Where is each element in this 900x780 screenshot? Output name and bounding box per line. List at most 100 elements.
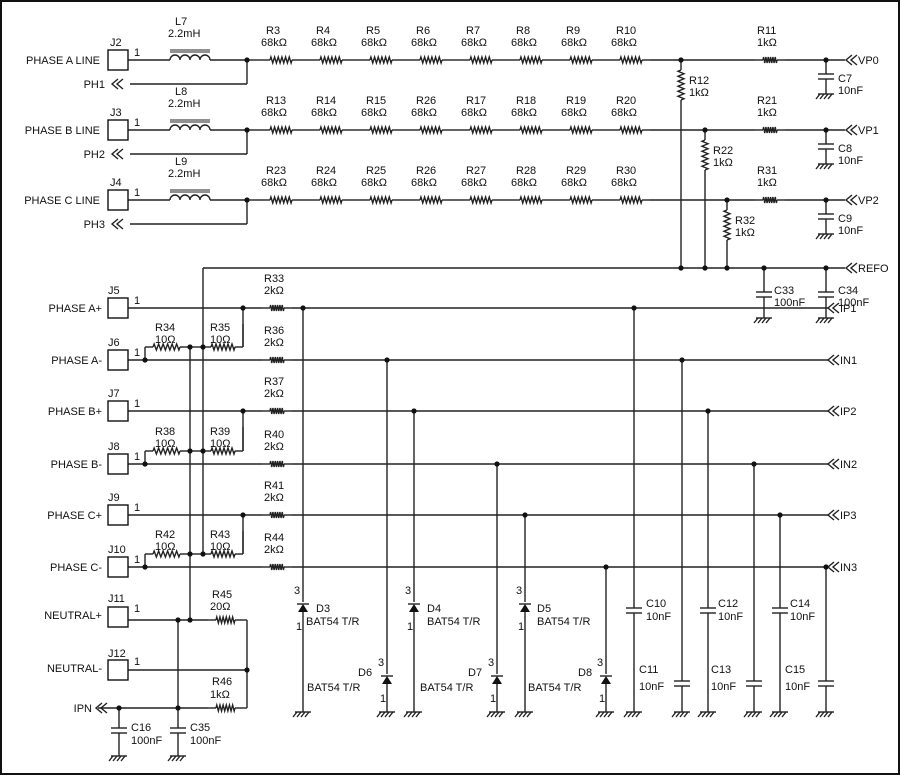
resistor-r45 — [215, 614, 236, 626]
inductor-ref: L9 — [175, 156, 187, 168]
diode-pin: 3 — [294, 585, 300, 597]
diode-part: BAT54 T/R — [528, 682, 581, 694]
resistor-ref: R3 — [266, 25, 280, 37]
resistor-value: 10Ω — [155, 541, 175, 553]
resistor-value: 1kΩ — [210, 689, 230, 701]
current-input-label: PHASE A+ — [48, 303, 102, 315]
resistor-value: 10Ω — [155, 334, 175, 346]
connector-ref: J4 — [110, 177, 122, 189]
ground-hatch — [518, 711, 524, 718]
pin-number: 1 — [134, 347, 140, 359]
ground-hatch — [743, 711, 749, 718]
resistor-ref: R34 — [155, 322, 175, 334]
parts-layer — [94, 49, 858, 762]
connector-ref: J10 — [108, 544, 126, 556]
resistor-value: 10Ω — [210, 334, 230, 346]
vp-arrow-2 — [849, 194, 858, 206]
resistor-r6 — [419, 54, 443, 66]
diode-part: BAT54 T/R — [307, 682, 360, 694]
cap-ref: C7 — [838, 73, 852, 85]
net-arrow — [826, 354, 835, 366]
net-arrow-2 — [831, 354, 840, 366]
ground-hatch — [819, 163, 825, 170]
labels-layer: PHASE A LINEJ21L72.2mHPH1R368kΩR468kΩR56… — [24, 16, 889, 747]
ground-hatch — [376, 711, 382, 718]
ground-hatch — [765, 317, 771, 324]
neutral-plus-label: NEUTRAL+ — [44, 610, 102, 622]
resistor-ref: R40 — [264, 429, 284, 441]
resistor-r18 — [519, 124, 543, 136]
cap-ref: C15 — [785, 664, 805, 676]
ground-hatch — [116, 755, 122, 762]
ground-hatch — [815, 233, 821, 240]
cap-ref: C14 — [790, 598, 810, 610]
net-arrow — [826, 302, 835, 314]
diode-pin: 3 — [405, 585, 411, 597]
diode-d8 — [601, 676, 611, 684]
junction-dot — [678, 57, 684, 63]
diode-ref: D3 — [316, 603, 330, 615]
inductor-ref: L8 — [175, 86, 187, 98]
inductor-l8 — [169, 124, 211, 131]
ground-hatch — [603, 711, 609, 718]
refo-arrow-2 — [849, 262, 858, 274]
junction-dot — [200, 344, 206, 350]
diode-part: BAT54 T/R — [420, 682, 473, 694]
resistor-value: 68kΩ — [311, 37, 337, 49]
cap-value: 10nF — [785, 681, 810, 693]
junction-dot — [187, 617, 193, 623]
ground-hatch — [403, 711, 409, 718]
resistor-value: 1kΩ — [757, 177, 777, 189]
cap-ref: C9 — [838, 213, 852, 225]
resistor-r14 — [319, 124, 343, 136]
resistor-ref: R26 — [416, 95, 436, 107]
ground-hatch — [819, 93, 825, 100]
resistor-ref: R9 — [566, 25, 580, 37]
junction-dot — [175, 617, 181, 623]
connector-j2 — [107, 49, 129, 71]
junction-dot — [200, 448, 206, 454]
junction-dot — [187, 551, 193, 557]
ground-hatch — [607, 711, 613, 718]
resistor-value: 68kΩ — [311, 177, 337, 189]
connector-j4 — [107, 189, 129, 211]
junction-dot — [240, 305, 246, 311]
ground-hatch — [171, 755, 177, 762]
wires-layer — [98, 59, 845, 756]
resistor-ref: R43 — [210, 529, 230, 541]
resistor-r19 — [569, 124, 593, 136]
ground-hatch — [407, 711, 413, 718]
resistor-r33 — [269, 304, 285, 312]
net-arrow-2 — [831, 509, 840, 521]
cap-value: 100nF — [190, 735, 221, 747]
ground-hatch — [120, 755, 126, 762]
junction-dot — [187, 448, 193, 454]
resistor-value: 68kΩ — [411, 107, 437, 119]
ground-hatch — [819, 233, 825, 240]
pin-number: 1 — [134, 295, 140, 307]
cap-value: 100nF — [838, 297, 869, 309]
cap-value: 10nF — [838, 225, 863, 237]
cap-ref: C13 — [711, 664, 731, 676]
ph-output-label: PH1 — [84, 79, 105, 91]
ground-hatch — [631, 711, 637, 718]
ph-arrow-2 — [115, 218, 124, 230]
ground-hatch — [179, 755, 185, 762]
junction-dot — [240, 512, 246, 518]
junction-dot — [411, 408, 417, 414]
junction-dot — [187, 344, 193, 350]
resistor-r20 — [619, 124, 643, 136]
net-arrow-2 — [831, 302, 840, 314]
resistor-value: 68kΩ — [611, 107, 637, 119]
ground-hatch — [683, 711, 689, 718]
pin-number: 1 — [134, 603, 140, 615]
diode-d7 — [492, 676, 502, 684]
junction-dot — [705, 408, 711, 414]
resistor-r24 — [319, 194, 343, 206]
resistor-r8 — [519, 54, 543, 66]
net-label-ipn: IPN — [74, 703, 92, 715]
junction-dot — [777, 512, 783, 518]
resistor-r41 — [269, 511, 285, 519]
ground-hatch — [627, 711, 633, 718]
